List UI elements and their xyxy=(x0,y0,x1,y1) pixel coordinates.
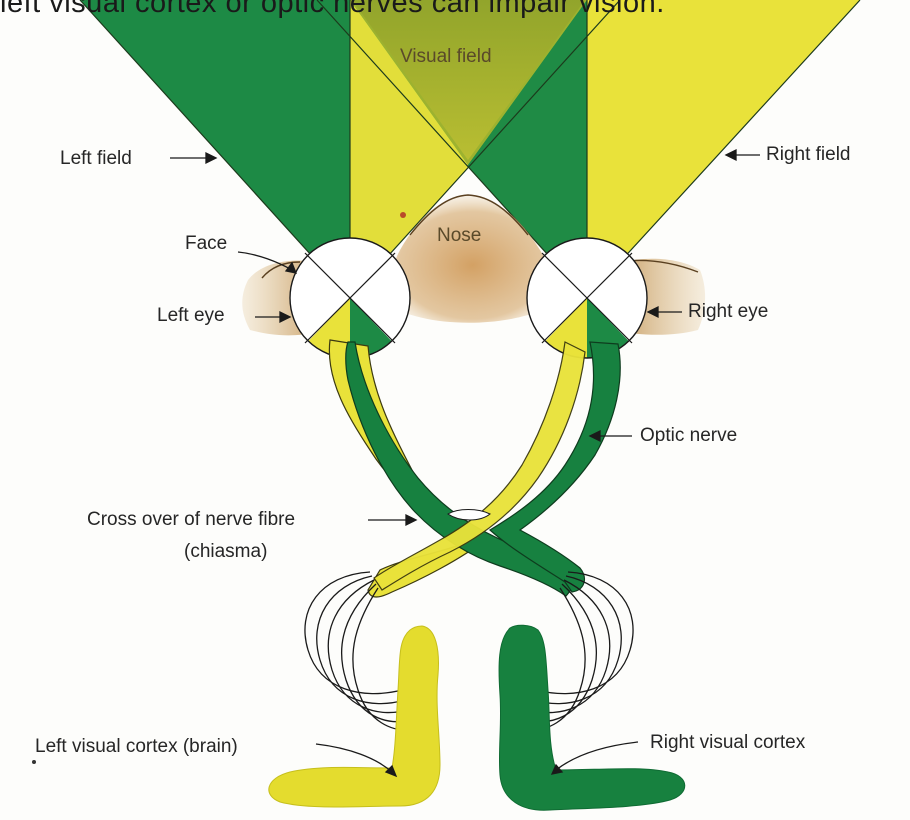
nose-label: Nose xyxy=(437,225,481,247)
left-eye-label: Left eye xyxy=(157,305,225,327)
right-visual-cortex-label: Right visual cortex xyxy=(650,732,805,754)
top-caption: left visual cortex or optic nerves can i… xyxy=(0,0,665,18)
visual-field-label: Visual field xyxy=(400,46,492,68)
stray-dot xyxy=(32,760,36,764)
chiasma-sublabel: (chiasma) xyxy=(184,541,267,563)
optic-nerve-label: Optic nerve xyxy=(640,425,737,447)
face-label: Face xyxy=(185,233,227,255)
left-visual-cortex xyxy=(269,626,440,807)
left-field-label: Left field xyxy=(60,148,132,170)
right-eye-label: Right eye xyxy=(688,301,768,323)
chiasma-label: Cross over of nerve fibre xyxy=(87,509,295,531)
left-visual-cortex-label: Left visual cortex (brain) xyxy=(35,736,238,758)
right-eye-shape xyxy=(527,238,647,360)
right-visual-cortex xyxy=(499,625,685,810)
right-field-label: Right field xyxy=(766,144,851,166)
nose-spot xyxy=(400,212,406,218)
